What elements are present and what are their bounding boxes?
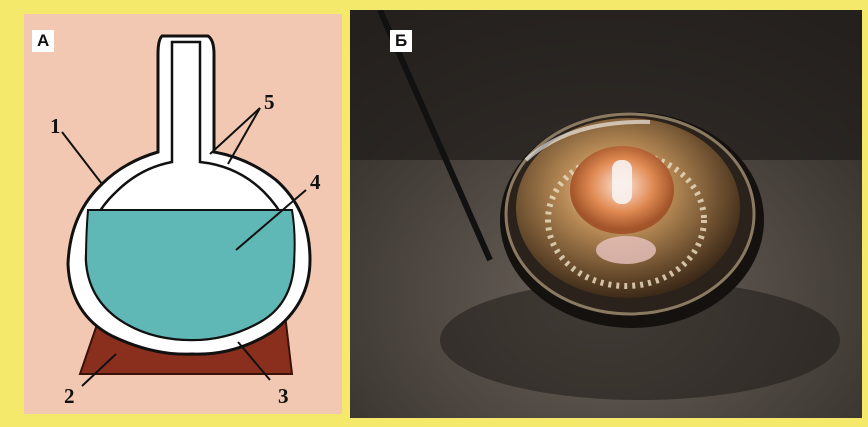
flask-photo <box>350 10 862 418</box>
callout-line-1 <box>62 132 102 184</box>
panel-b-photo: Б <box>350 10 862 418</box>
callout-line-5a <box>210 108 260 154</box>
callout-label-1: 1 <box>50 114 61 139</box>
reflection-bulb <box>612 160 632 204</box>
reflection-bottom <box>596 236 656 264</box>
callout-label-2: 2 <box>64 384 75 409</box>
callout-label-4: 4 <box>310 170 321 195</box>
panel-a-diagram: А 1 2 3 4 5 <box>24 14 342 414</box>
panel-a-letter: А <box>32 30 54 52</box>
panel-b-letter: Б <box>390 30 412 52</box>
callout-label-3: 3 <box>278 384 289 409</box>
callout-label-5: 5 <box>264 90 275 115</box>
callout-line-5b <box>228 108 260 164</box>
dewar-flask-diagram <box>24 14 342 414</box>
